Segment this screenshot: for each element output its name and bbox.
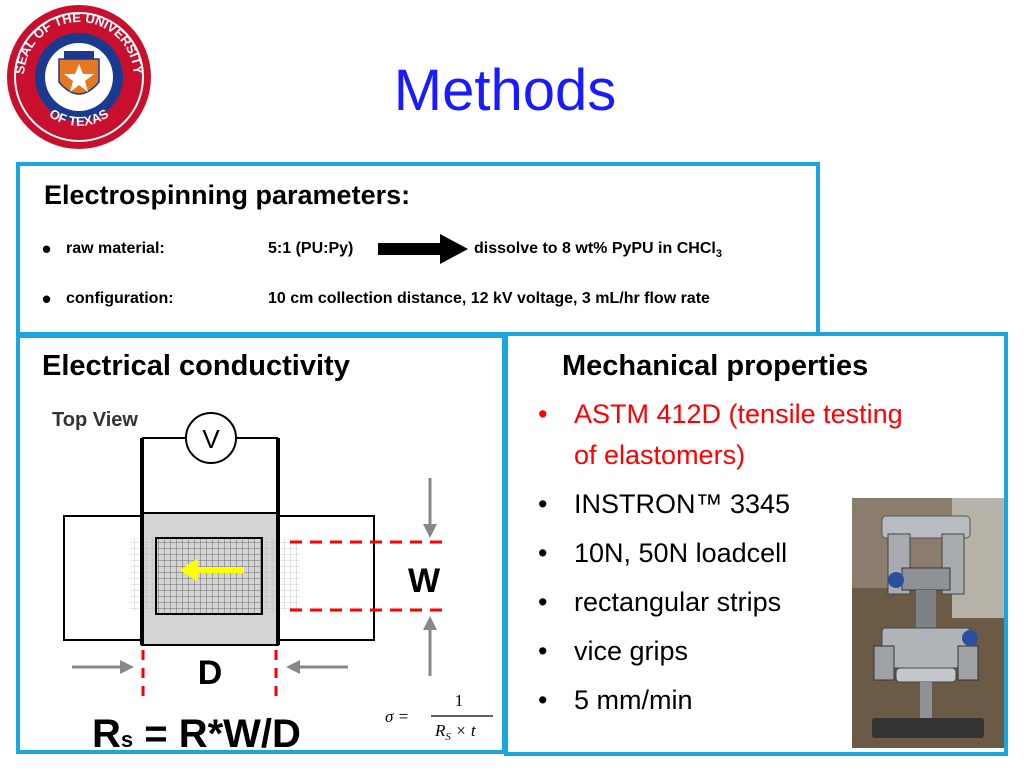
mechanical-list: ASTM 412D (tensile testing of elastomers… [530,394,910,729]
electrospinning-heading: Electrospinning parameters: [44,180,411,210]
mechanical-panel: Mechanical properties ASTM 412D (tensile… [504,332,1008,756]
param-label: raw material: [66,240,165,257]
resistance-formula: Rs = R*W/D [92,712,301,756]
right-arrow-icon [378,234,468,264]
list-item: 5 mm/min [530,680,910,721]
conductivity-diagram: Top View V W D [52,409,450,702]
bullet-icon: • [42,284,52,314]
list-item: INSTRON™ 3345 [530,484,910,525]
svg-text:σ =: σ = [385,707,409,726]
list-item: ASTM 412D (tensile testing of elastomers… [530,394,910,476]
list-item: rectangular strips [530,582,910,623]
bullet-icon: • [42,234,52,264]
param-value: 5:1 (PU:Py) [268,240,354,257]
distance-label: D [198,654,223,692]
svg-text:1: 1 [455,691,464,710]
list-item: vice grips [530,631,910,672]
width-label: W [408,562,441,600]
university-seal-logo: SEAL OF THE UNIVERSITY OF TEXAS [7,5,151,149]
mechanical-heading: Mechanical properties [562,350,869,382]
electrospinning-panel: Electrospinning parameters: • raw materi… [16,162,820,336]
param-label: configuration: [66,290,174,307]
svg-text:RS × t: RS × t [434,721,477,743]
slide-title: Methods [393,58,617,123]
conductivity-panel: Electrical conductivity Top View V [16,334,506,756]
list-item: 10N, 50N loadcell [530,533,910,574]
param-value: 10 cm collection distance, 12 kV voltage… [268,290,710,307]
svg-text:OF TEXAS: OF TEXAS [47,106,112,129]
conductivity-heading: Electrical conductivity [42,350,350,382]
instron-grip-photo [852,498,1004,748]
conductivity-equation: σ = 1 RS × t [385,691,493,743]
voltmeter-label: V [202,424,220,454]
top-view-label: Top View [52,409,138,431]
param-result: dissolve to 8 wt% PyPU in CHCl3 [474,240,722,261]
voltmeter-icon [185,412,237,464]
